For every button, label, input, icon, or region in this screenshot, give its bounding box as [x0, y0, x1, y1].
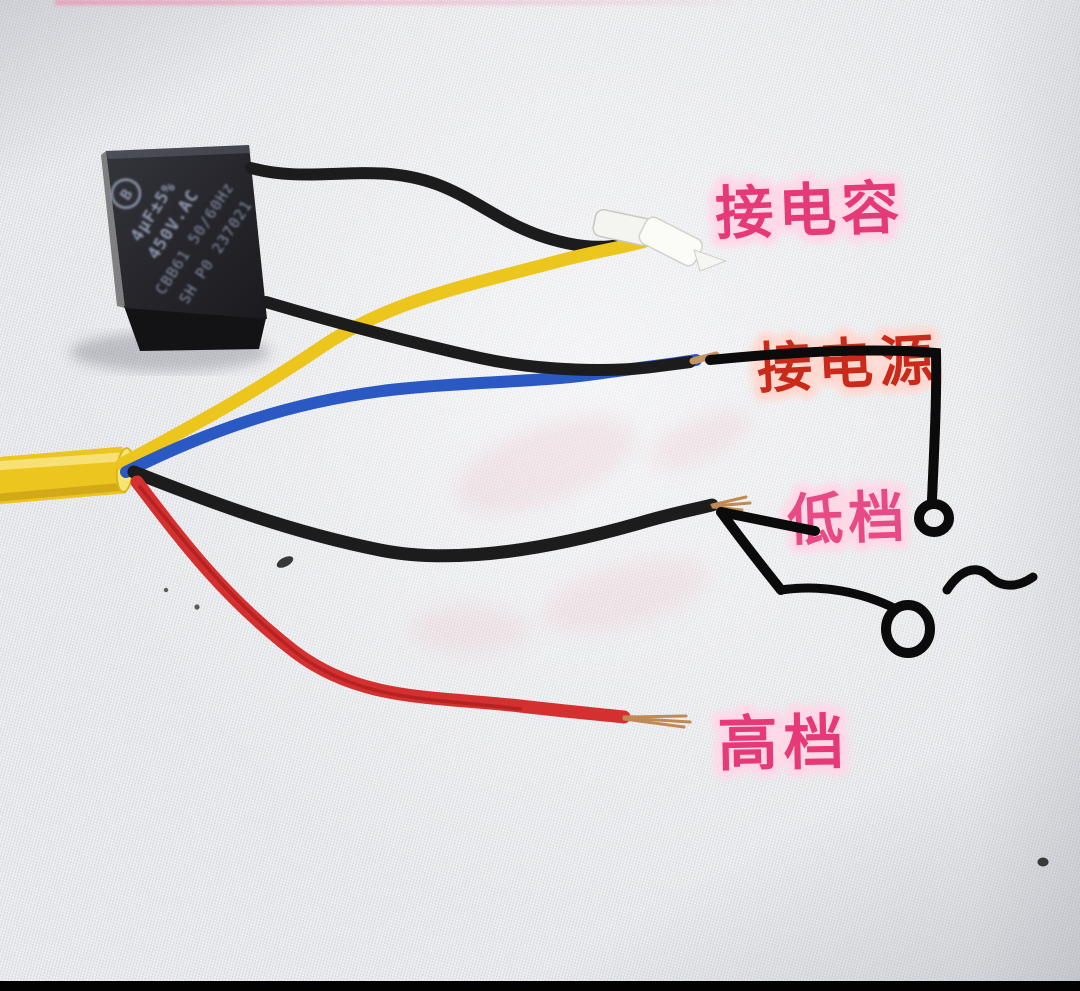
black-wire-low	[127, 465, 719, 563]
red-wire-shade	[138, 485, 522, 711]
marker-line-power	[705, 345, 942, 505]
cable-sheath	[0, 446, 135, 505]
label-connect-capacitor: 接电容	[714, 173, 905, 248]
red-wire	[130, 475, 631, 724]
label-connect-capacitor-halo: 接电容	[714, 173, 905, 248]
label-low-gear-halo: 低档	[786, 485, 910, 554]
marker-arrow	[716, 507, 901, 614]
bottom-black-bar	[0, 981, 1080, 991]
capacitor-lead-lower	[260, 296, 696, 376]
fabric-specks	[163, 556, 1049, 867]
wire-connector	[592, 208, 728, 272]
capacitor-body	[101, 145, 267, 351]
marker-circle-1	[914, 499, 954, 537]
capacitor-lead-top	[245, 162, 628, 253]
label-high-gear-halo: 高档	[717, 708, 850, 780]
marker-tilde	[942, 565, 1038, 595]
photo-text-labels: 接电容 接电源 低档 高档 接电容 接电源 低档 高档	[706, 165, 949, 788]
label-low-gear: 低档	[786, 485, 910, 554]
fabric-smudges	[410, 409, 751, 656]
cbb61-logo-icon	[110, 178, 142, 209]
yellow-wire	[115, 233, 655, 471]
marker-circle-2	[881, 600, 935, 658]
high-gear-copper-tip	[622, 714, 692, 729]
low-gear-copper-tip	[710, 495, 752, 512]
label-high-gear: 高档	[717, 708, 850, 780]
cropped-pink-text-edge	[55, 0, 735, 5]
label-connect-power: 接电源	[755, 327, 941, 400]
